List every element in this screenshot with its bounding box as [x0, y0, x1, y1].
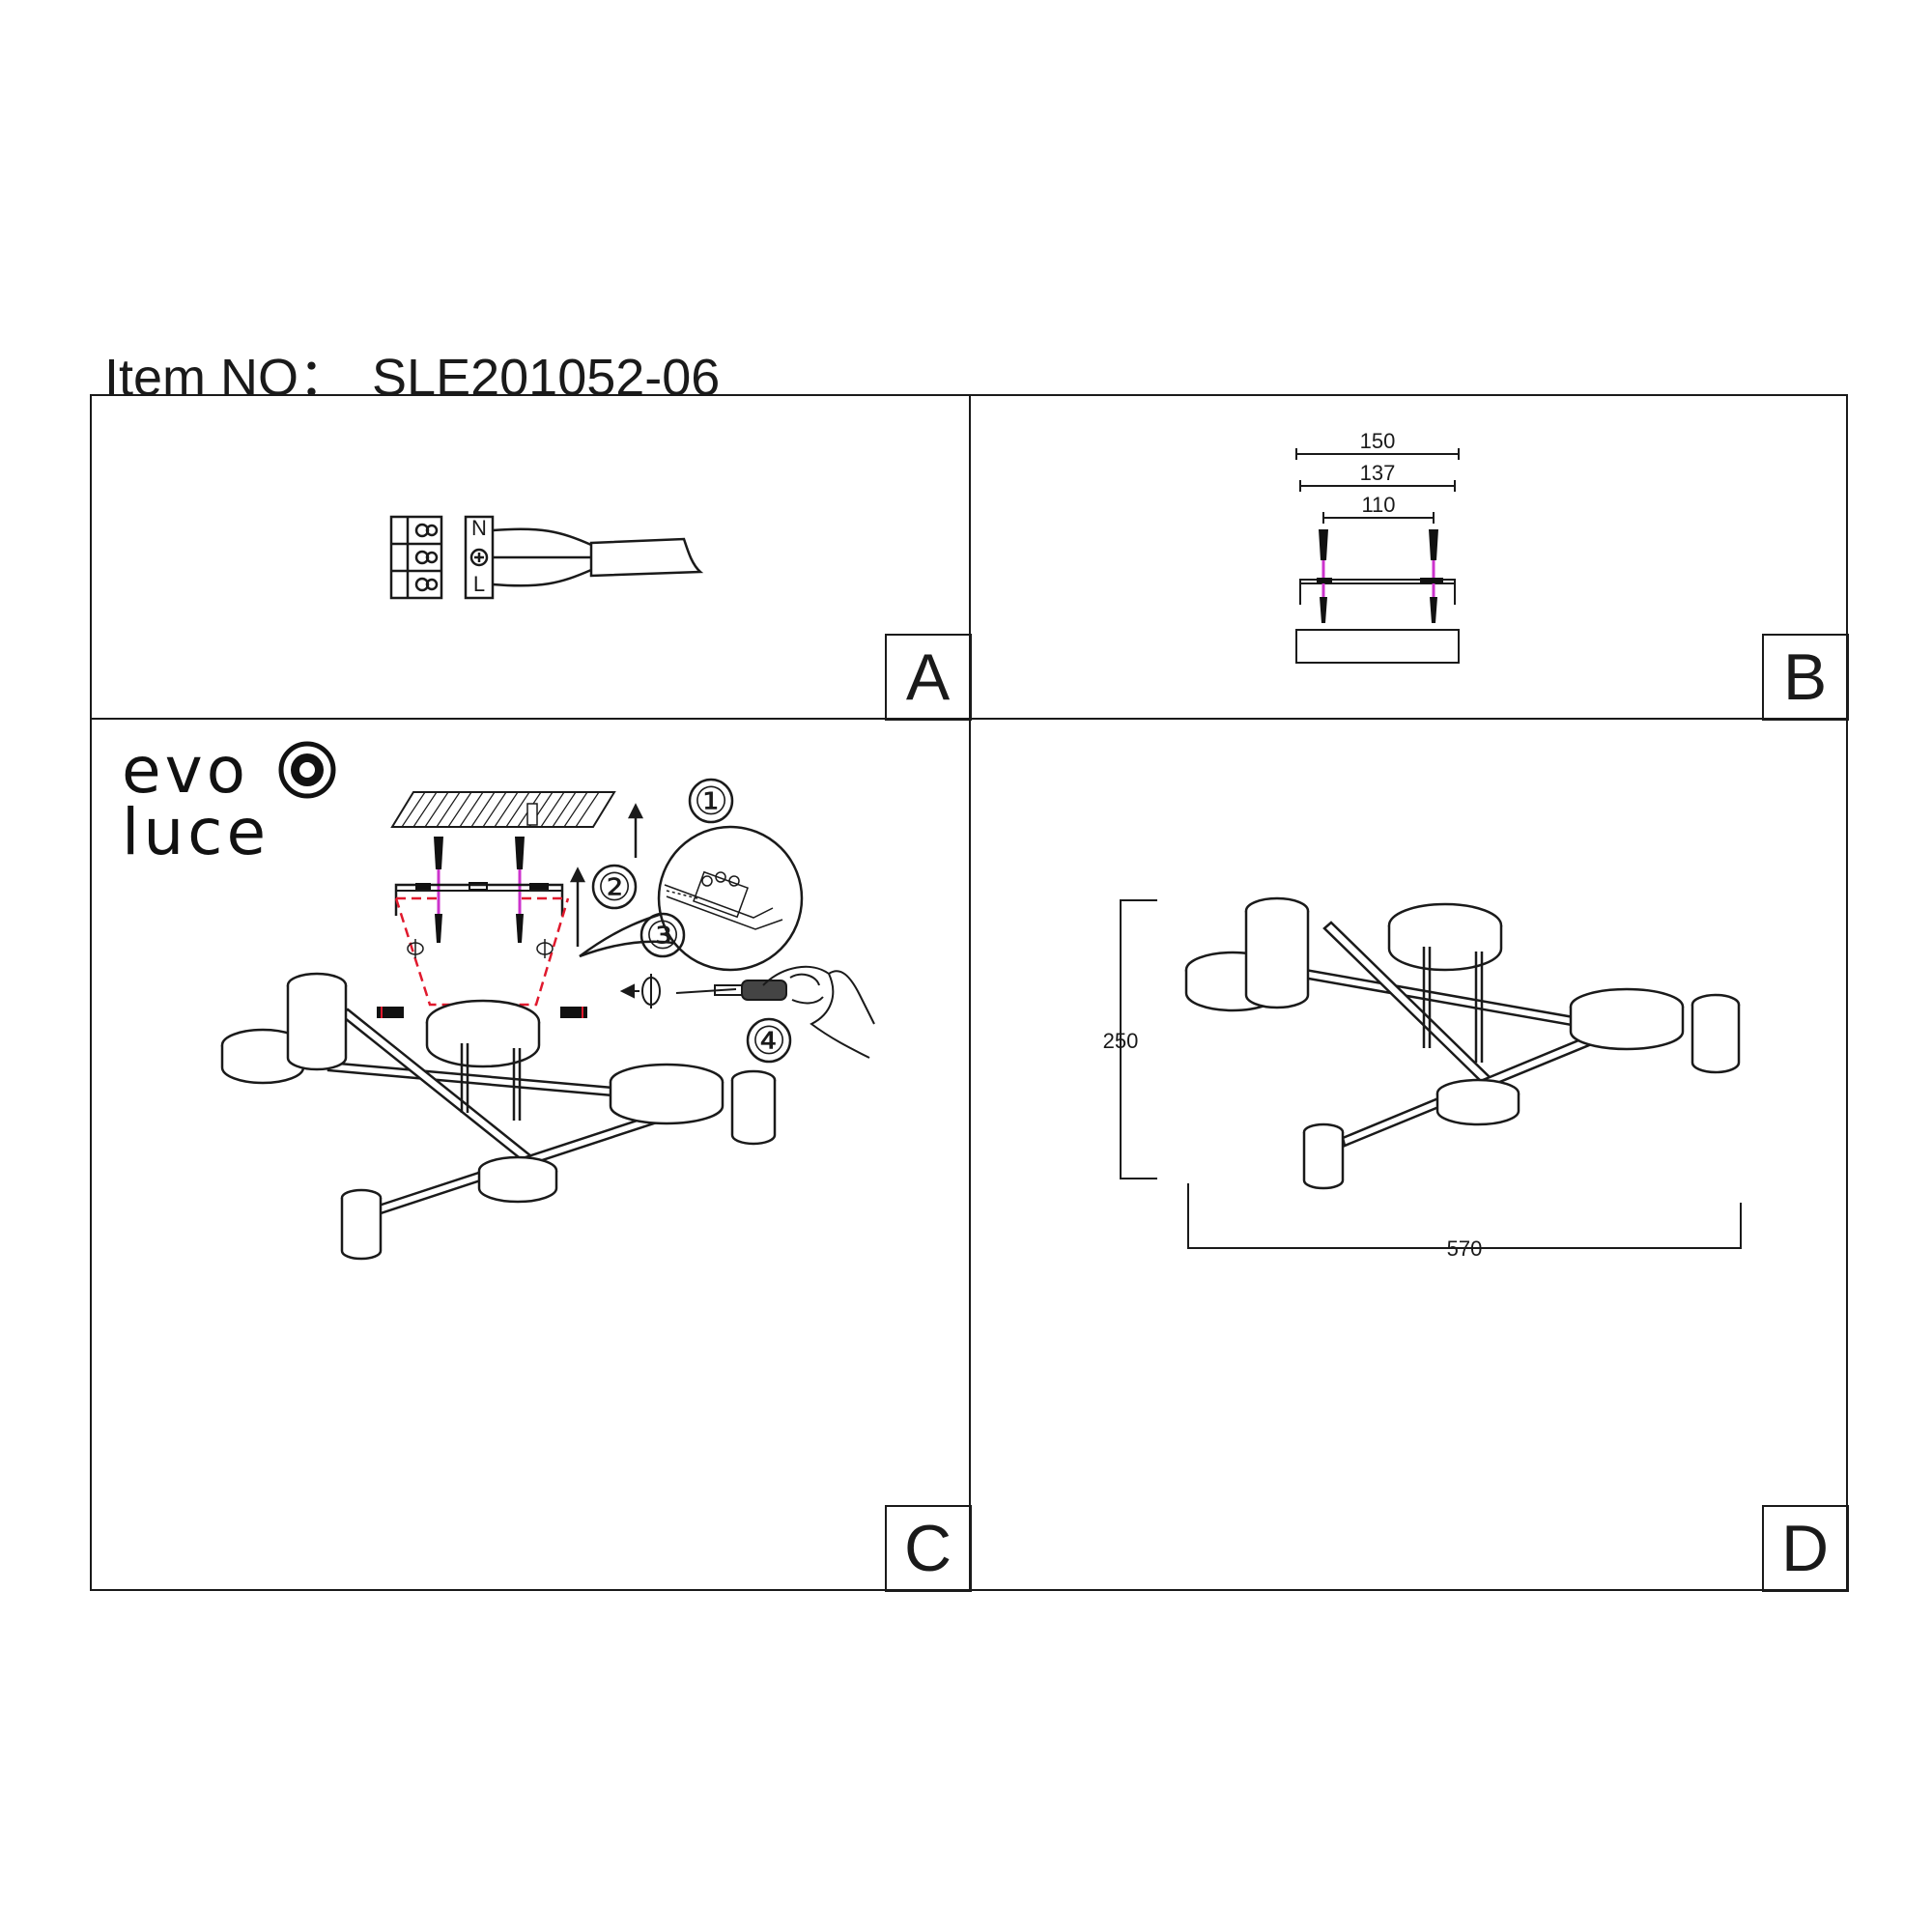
side-screws	[377, 1007, 587, 1018]
dimension-lines-d	[1120, 899, 1742, 1249]
fixture-drawing-d	[1184, 896, 1741, 1190]
screwdriver-hand	[675, 965, 875, 1059]
rotate-arrow-icon	[619, 974, 661, 1009]
step-markers	[591, 778, 792, 1064]
brand-logo: evo luce	[122, 739, 336, 869]
dim-height: 250	[1103, 1029, 1139, 1053]
step-4: ④	[752, 1020, 786, 1063]
terminal-block-drawing	[389, 515, 704, 600]
dim-150: 150	[1360, 429, 1396, 453]
bracket-dimension-drawing	[1295, 448, 1460, 664]
step-3: ③	[645, 915, 680, 957]
brand-line2: luce	[122, 795, 270, 869]
panel-c-label: C	[884, 1504, 972, 1592]
logo-ring-icon	[278, 741, 336, 799]
fixture-drawing-c	[220, 972, 777, 1261]
item-number-title: Item NO： SLE201052-06	[104, 334, 720, 411]
step-2: ②	[597, 867, 632, 909]
dim-137: 137	[1360, 461, 1396, 485]
item-number-value: SLE201052-06	[372, 349, 721, 407]
terminal-label-l: L	[473, 572, 485, 596]
rotate-marks	[407, 939, 554, 958]
mount-bracket-c	[394, 837, 564, 943]
bracket-screws	[1317, 529, 1443, 623]
dim-width: 570	[1447, 1236, 1483, 1261]
panel-a-label: A	[884, 633, 972, 721]
ceiling-hatch	[390, 791, 616, 828]
terminal-label-n: N	[471, 516, 487, 540]
step-1: ①	[694, 781, 728, 823]
item-number-label: Item NO：	[104, 349, 352, 407]
brand-line1: evo	[122, 733, 250, 808]
alignment-guides	[394, 896, 570, 1007]
dim-110: 110	[1361, 493, 1395, 517]
panel-d: D	[969, 718, 1849, 1592]
panel-d-label: D	[1761, 1504, 1849, 1592]
up-arrows	[569, 803, 644, 947]
